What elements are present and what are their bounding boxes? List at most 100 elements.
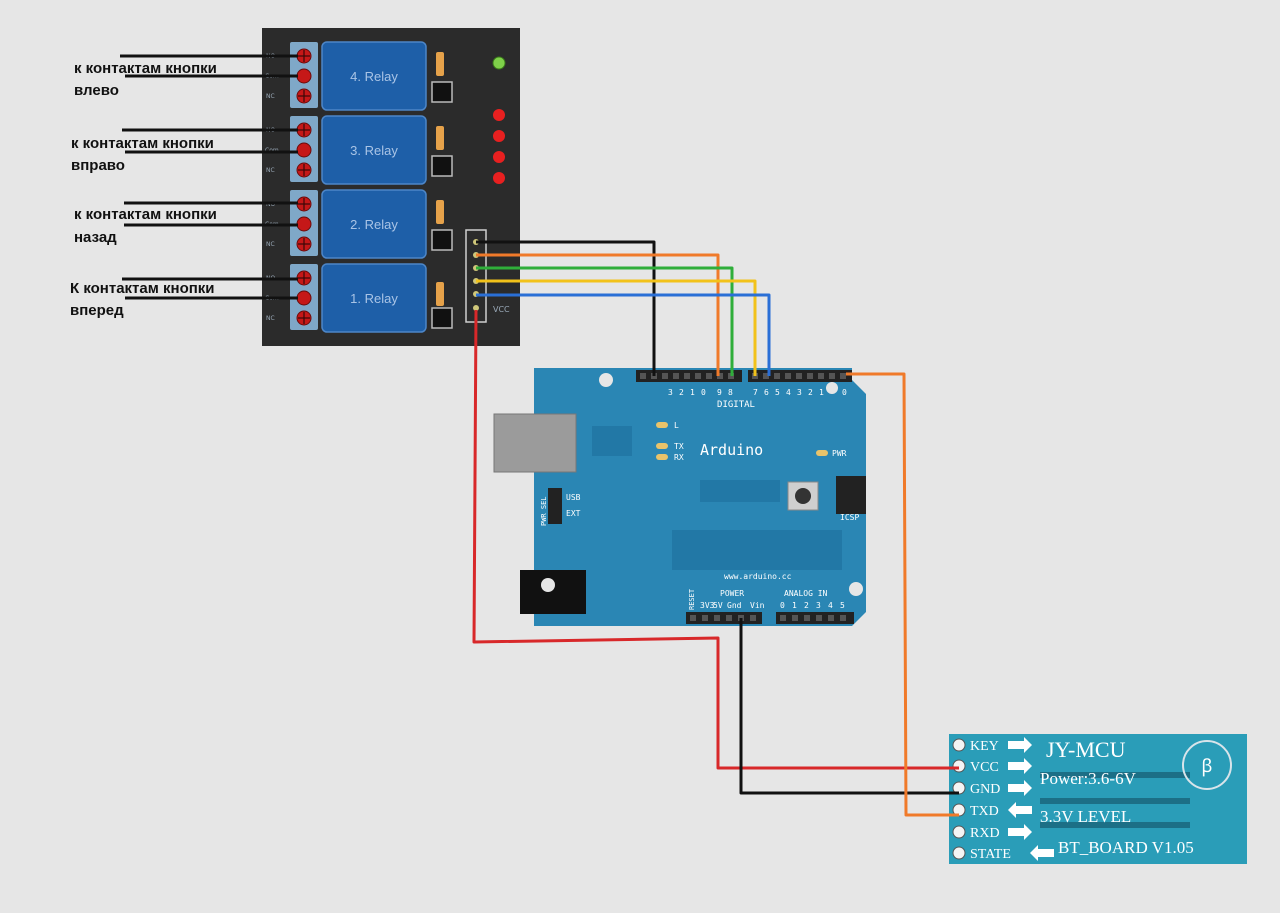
pin-number: 0 [842, 388, 847, 397]
button-labels: к контактам кнопки влево к контактам кно… [70, 60, 217, 319]
label-left-line2: влево [74, 82, 119, 99]
microcontroller-chip [672, 530, 842, 570]
icsp-label: ICSP [840, 513, 859, 522]
pin-number: 2 [808, 388, 813, 397]
mounting-hole [599, 373, 613, 387]
usb-label: USB [566, 493, 581, 502]
power-label: POWER [720, 589, 744, 598]
bt-pin-gnd: GND [970, 782, 1000, 797]
bt-pin-state: STATE [970, 847, 1011, 862]
pwr-sel-label: PWR SEL [540, 496, 548, 526]
label-forward-line1: К контактам кнопки [70, 280, 215, 297]
led-l-label: L [674, 421, 679, 430]
mounting-hole [541, 578, 555, 592]
bt-logo-icon [1182, 740, 1232, 790]
label-right-line2: вправо [71, 157, 125, 174]
bt-pin-arrows [1008, 737, 1054, 861]
analog-pin-numbers: 0 1 2 3 4 5 [780, 601, 845, 610]
bt-pin-rxd: RXD [970, 826, 1000, 841]
arrow-right-icon [1008, 737, 1032, 753]
bt-board: BT_BOARD V1.05 [1058, 838, 1194, 857]
terminal-nc-label: NC [266, 315, 275, 322]
pin-number: 3 [797, 388, 802, 397]
relay-2-label: 2. Relay [350, 217, 398, 232]
analog-label: ANALOG IN [784, 589, 828, 598]
relay-components [431, 52, 453, 329]
pin-number: 1 [690, 388, 695, 397]
button-leads [120, 54, 298, 300]
pin-number: 5 [840, 601, 845, 610]
pin-5v: 5V [713, 601, 723, 610]
relay-3: 3. Relay [321, 115, 427, 185]
crystal [700, 480, 780, 502]
pin-number: 3 [668, 388, 673, 397]
relay-3-label: 3. Relay [350, 143, 398, 158]
wires [472, 240, 959, 817]
label-left-line1: к контактам кнопки [74, 60, 217, 77]
pin-number: 0 [701, 388, 706, 397]
pin-number: 9 [717, 388, 722, 397]
wire-pin8-green [476, 266, 734, 376]
icsp-header [836, 476, 866, 514]
usb-chip [592, 426, 632, 456]
pin-3v3: 3V3 [700, 601, 715, 610]
wire-pin6-blue [476, 293, 771, 376]
arduino-leds [656, 422, 828, 460]
arduino-brand: Arduino [700, 441, 763, 459]
relay-leds [492, 56, 506, 184]
bt-power: Power:3.6-6V [1040, 769, 1137, 788]
usb-connector [493, 413, 577, 473]
relay-1: 1. Relay [321, 263, 427, 333]
pin-number: 6 [764, 388, 769, 397]
relay-1-label: 1. Relay [350, 291, 398, 306]
arrow-right-icon [1008, 824, 1032, 840]
mounting-hole [849, 582, 863, 596]
relay-board: NO Com NC NO Com NC NO Com NC NO Com NC … [262, 28, 520, 346]
pin-number: 3 [816, 601, 821, 610]
label-back-line2: назад [74, 229, 117, 246]
pin-number: 5 [775, 388, 780, 397]
pwr-label: PWR [832, 449, 847, 458]
label-forward-line2: вперед [70, 302, 124, 319]
pin-number: 2 [804, 601, 809, 610]
screw-slots [298, 50, 310, 324]
pin-number: 0 [780, 601, 785, 610]
relay-4: 4. Relay [321, 41, 427, 111]
terminal-nc-label: NC [266, 241, 275, 248]
label-right-line1: к контактам кнопки [71, 135, 214, 152]
relay-2: 2. Relay [321, 189, 427, 259]
pwr-sel-jumper [548, 488, 562, 524]
bt-pin-key: KEY [970, 739, 999, 754]
power-pin-labels: 3V3 5V Gnd Vin [700, 601, 765, 610]
arrow-right-icon [1008, 780, 1032, 796]
pin-number: 2 [679, 388, 684, 397]
arrow-left-icon [1008, 802, 1032, 818]
digital-label: DIGITAL [717, 400, 755, 410]
reset-button-cap[interactable] [795, 488, 811, 504]
mounting-hole [826, 382, 838, 394]
pin-number: 1 [792, 601, 797, 610]
terminal-nc-label: NC [266, 93, 275, 100]
bt-module: ꞵ JY-MCU Power:3.6-6V 3.3V LEVEL BT_BOAR… [949, 734, 1247, 864]
bt-level: 3.3V LEVEL [1040, 807, 1131, 826]
label-back-line1: к контактам кнопки [74, 206, 217, 223]
relay-4-label: 4. Relay [350, 69, 398, 84]
arrow-right-icon [1008, 758, 1032, 774]
bt-pin-vcc: VCC [970, 760, 999, 775]
pin-vin: Vin [750, 601, 765, 610]
terminal-nc-label: NC [266, 167, 275, 174]
wire-vcc-red [472, 309, 959, 770]
bt-logo-glyph: ꞵ [1201, 756, 1212, 777]
website-label: www.arduino.cc [724, 572, 792, 581]
arduino-board: Arduino DIGITAL www.arduino.cc POWER ANA… [493, 368, 866, 626]
pin-number: 8 [728, 388, 733, 397]
pin-number: 4 [786, 388, 791, 397]
bt-name: JY-MCU [1046, 737, 1126, 762]
pin-number: 4 [828, 601, 833, 610]
reset-label: RESET [688, 588, 696, 610]
pin-number: 1 [819, 388, 824, 397]
vcc-label: VCC [493, 305, 510, 314]
wire-pin9-orange [476, 253, 720, 376]
led-tx-label: TX [674, 442, 684, 451]
